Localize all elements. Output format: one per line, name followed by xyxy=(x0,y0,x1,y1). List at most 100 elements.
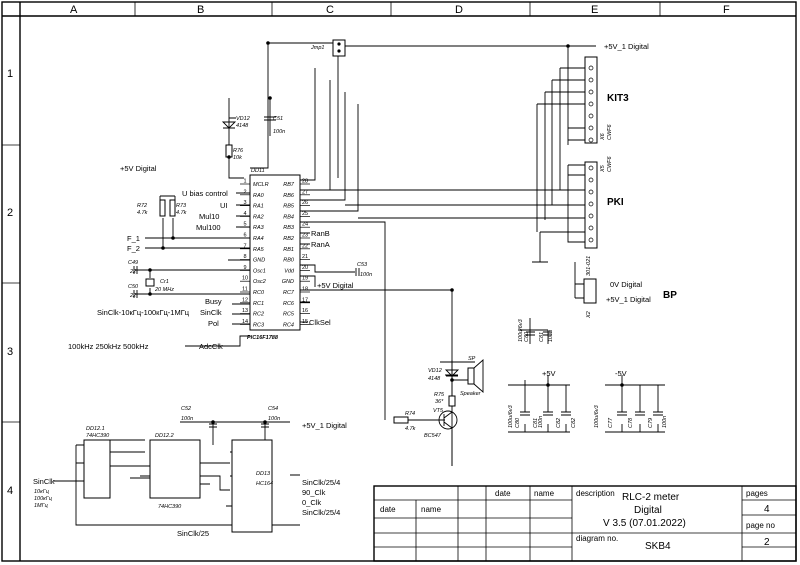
c-f3-ref: C79 xyxy=(648,418,654,428)
signal-pol: Pol xyxy=(208,319,219,328)
mcu-ref: DD11 xyxy=(251,168,265,174)
mcu-pin-number: 25 xyxy=(302,211,308,217)
mcu-pin-name: RC5 xyxy=(283,312,295,318)
mcu-pin-number: 9 xyxy=(243,265,246,271)
bp-0v-label: 0V Digital xyxy=(610,280,642,289)
r72-ref: R72 xyxy=(137,203,147,209)
tb-desc-line1: RLC-2 meter xyxy=(622,492,680,503)
column-label-e: E xyxy=(591,4,598,16)
counter-sinclk-in: SinClk xyxy=(33,477,55,486)
r74-ref: R74 xyxy=(405,411,415,417)
mcu-pin-name: GND xyxy=(253,258,265,264)
mcu-pin-number: 28 xyxy=(302,179,308,185)
mcu-pin-name: Vdd xyxy=(284,268,295,274)
mcu-pin-name: RC7 xyxy=(283,290,295,296)
x6-type: CWF6 xyxy=(607,123,613,140)
mcu-pin-number: 23 xyxy=(302,233,308,239)
mcu-left-pins: 1MCLR2RA03RA14RA25RA36RA47RA58GND9Osc110… xyxy=(240,179,269,328)
counter-freq-100k: 100кГц xyxy=(34,496,52,502)
connector-pin xyxy=(588,101,594,107)
tb-page-no-header: page no xyxy=(746,521,775,530)
mcu-pin-number: 18 xyxy=(302,287,308,293)
tb-name-label: name xyxy=(421,505,442,514)
x5-type: CWF6 xyxy=(607,155,613,172)
c-f1-value: 100u/6v3 xyxy=(594,404,600,428)
connector-pin xyxy=(588,65,594,71)
connector-pin xyxy=(588,137,594,143)
column-label-c: C xyxy=(326,4,334,16)
mcu-pin-name: RB0 xyxy=(283,258,295,264)
column-label-d: D xyxy=(455,4,463,16)
c54-value: 100n xyxy=(268,416,280,422)
c51-value: 100n xyxy=(273,129,285,135)
x2-type: 301-021 xyxy=(586,256,592,276)
counter-out2: 90_Clk xyxy=(302,488,326,497)
mcu-pin-number: 15 xyxy=(302,319,308,325)
tb-diagram-header: diagram no. xyxy=(576,534,618,543)
mcu-pin-number: 5 xyxy=(243,222,246,228)
mcu-pin-name: GND xyxy=(282,279,294,285)
signal-adcclk: AdcClk xyxy=(199,342,223,351)
signal-adc-freqs: 100kHz 250kHz 500kHz xyxy=(68,342,149,351)
c-e2-ref: C81 xyxy=(533,418,539,428)
connector-pin xyxy=(588,125,594,131)
vd12-ref: VD12 xyxy=(236,116,250,122)
dd122-part: 74HC390 xyxy=(158,504,182,510)
c80-ref: C80 xyxy=(524,331,530,342)
c-e1-value: 100u/6v3 xyxy=(508,404,514,428)
v5-left-label: +5V Digital xyxy=(120,164,157,173)
signal-ranb: RanB xyxy=(311,229,330,238)
v5-top-label: +5V_1 Digital xyxy=(604,42,649,51)
mcu-pin-number: 22 xyxy=(302,243,308,249)
r73-value: 4.7k xyxy=(176,210,187,216)
c51-ref: C51 xyxy=(273,116,283,122)
mcu-pin-name: Osc2 xyxy=(253,279,266,285)
mcu-pin-number: 4 xyxy=(243,211,246,217)
signal-mul10: Mul10 xyxy=(199,212,219,221)
c81-ref: C81 xyxy=(539,332,545,342)
connector-pin xyxy=(588,189,594,195)
counter-out3: 0_Clk xyxy=(302,498,321,507)
row-label-3: 3 xyxy=(7,346,13,358)
signal-mul100: Mul100 xyxy=(196,223,221,232)
dd122-ref: DD12.2 xyxy=(155,433,174,439)
column-label-f: F xyxy=(723,4,730,16)
mcu-pin-number: 2 xyxy=(243,189,246,195)
mcu-pin-number: 21 xyxy=(302,254,308,260)
signal-clksel: ClkSel xyxy=(309,318,331,327)
mcu-right-pins: RB728RB627RB526RB425RB324RB223RB122RB021… xyxy=(282,179,310,328)
title-block xyxy=(373,485,797,562)
tb-pages-value: 4 xyxy=(764,504,770,515)
mcu-pin-number: 26 xyxy=(302,200,308,206)
mcu-part: PIC16F1788 xyxy=(247,335,279,341)
connector-pin xyxy=(588,165,594,171)
mcu-pin-name: RC3 xyxy=(253,322,265,328)
tb-diagram-value: SKB4 xyxy=(645,541,671,552)
mcu-pin-name: RB6 xyxy=(283,193,295,199)
mcu-pin-name: RA1 xyxy=(253,204,264,210)
mcu-pin-number: 20 xyxy=(302,265,308,271)
tb-date-label: date xyxy=(380,505,396,514)
c53-value: 100n xyxy=(360,272,372,278)
signal-ui: UI xyxy=(220,201,228,210)
r74-value: 4.7k xyxy=(405,426,416,432)
connector-pin xyxy=(588,225,594,231)
bp-label: BP xyxy=(663,290,677,301)
column-label-b: B xyxy=(197,4,204,16)
connector-pin xyxy=(588,77,594,83)
tb-page-no-value: 2 xyxy=(764,537,770,548)
column-label-a: A xyxy=(70,4,78,16)
c81-value: 100n xyxy=(548,330,554,342)
mcu-pin-name: RC0 xyxy=(253,290,265,296)
mcu-pin-number: 7 xyxy=(243,243,246,249)
row-label-4: 4 xyxy=(7,485,13,497)
pki-label: PKI xyxy=(607,197,624,208)
dd13-part: HC164 xyxy=(256,481,273,487)
junctions xyxy=(148,41,624,424)
tb-desc-line3: V 3.5 (07.01.2022) xyxy=(603,518,686,529)
mcu-pin-number: 6 xyxy=(243,233,246,239)
tb-date-header: date xyxy=(495,489,511,498)
cr1-value: 20 MHz xyxy=(154,287,174,293)
row-label-2: 2 xyxy=(7,207,13,219)
c52-ref: C52 xyxy=(181,406,191,412)
